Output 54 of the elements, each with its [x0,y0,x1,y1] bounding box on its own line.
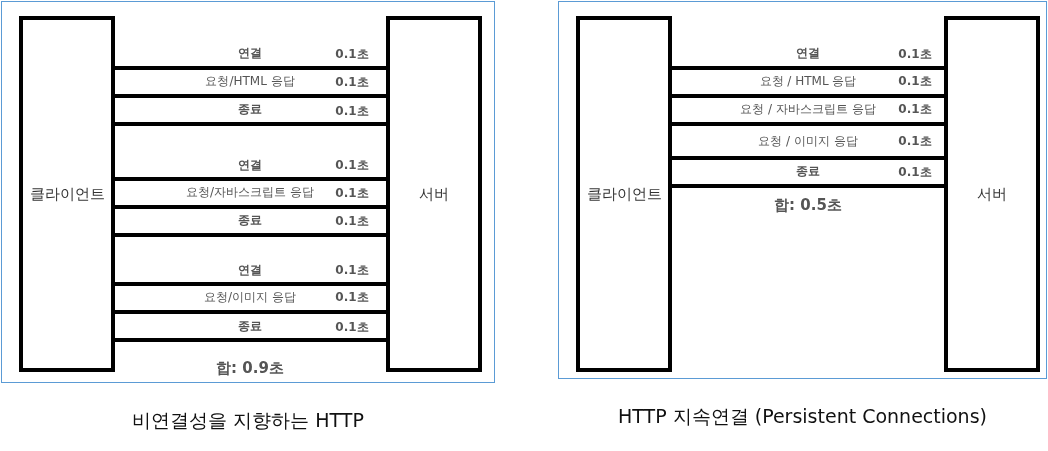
node-label: 클라이언트 [29,184,105,204]
diagram-caption: HTTP 지속연결 (Persistent Connections) [618,404,987,429]
connection-line [672,156,944,160]
duration-label: 0.1초 [898,45,932,63]
duration-label: 0.1초 [898,72,932,90]
connection-line [115,66,386,70]
step-label: 연결 [796,44,820,62]
diagram-caption: 비연결성을 지향하는 HTTP [132,408,364,433]
step-label: 요청 / 자바스크립트 응답 [740,100,876,118]
node-label: 서버 [419,184,449,204]
step-label: 요청 / 이미지 응답 [758,132,858,150]
duration-label: 0.1초 [335,156,369,174]
connection-line [115,338,386,342]
step-label: 연결 [238,156,262,174]
duration-label: 0.1초 [335,212,369,230]
client-box [19,16,115,372]
duration-label: 0.1초 [335,261,369,279]
connection-line [115,310,386,314]
node-label: 서버 [977,184,1007,204]
duration-label: 0.1초 [335,102,369,120]
client-box [576,16,672,372]
duration-label: 0.1초 [898,132,932,150]
duration-label: 0.1초 [335,288,369,306]
connection-line [115,94,386,98]
step-label: 연결 [238,261,262,279]
step-label: 요청/자바스크립트 응답 [186,183,314,201]
connection-line [672,66,944,70]
step-label: 종료 [238,317,262,335]
step-label: 종료 [238,211,262,229]
connection-line [115,233,386,237]
step-label: 종료 [796,162,820,180]
duration-label: 0.1초 [898,163,932,181]
duration-label: 0.1초 [898,100,932,118]
connection-line [672,122,944,126]
connection-line [672,184,944,188]
step-label: 요청/HTML 응답 [205,72,295,90]
step-label: 요청/이미지 응답 [204,288,296,306]
connection-line [115,177,386,181]
connection-line [672,94,944,98]
connection-line [115,205,386,209]
duration-label: 0.1초 [335,184,369,202]
total-label: 합: 0.5초 [774,195,842,215]
connection-line [115,122,386,126]
step-label: 종료 [238,100,262,118]
duration-label: 0.1초 [335,45,369,63]
duration-label: 0.1초 [335,73,369,91]
step-label: 연결 [238,44,262,62]
total-label: 합: 0.9초 [216,358,284,378]
server-box [944,16,1040,372]
server-box [386,16,482,372]
step-label: 요청 / HTML 응답 [759,72,857,90]
node-label: 클라이언트 [586,184,662,204]
duration-label: 0.1초 [335,318,369,336]
connection-line [115,282,386,286]
